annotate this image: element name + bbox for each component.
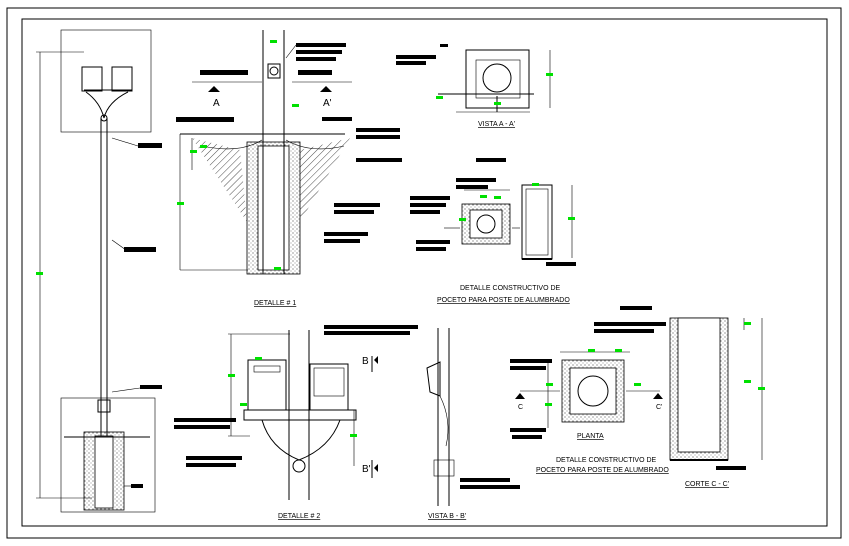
sheet-outer-frame <box>6 7 842 539</box>
planta-drawing <box>510 349 663 439</box>
detalle-1-drawing <box>176 30 402 275</box>
detalle-2-drawing <box>174 325 418 500</box>
label-poceto-2-line1: DETALLE CONSTRUCTIVO DE <box>556 457 657 464</box>
poceto-1-drawing <box>410 158 576 266</box>
vista-bb-drawing <box>426 328 520 506</box>
label-poceto-2-line2: POCETO PARA POSTE DE ALUMBRADO <box>536 467 669 474</box>
corte-cc-drawing <box>594 306 765 470</box>
label-poceto-1-line1: DETALLE CONSTRUCTIVO DE <box>460 285 561 292</box>
label-detalle-1: DETALLE # 1 <box>254 300 296 307</box>
label-vista-aa: VISTA A - A' <box>478 121 515 128</box>
label-mark-c-prime: C' <box>656 404 662 411</box>
label-mark-a-prime: A' <box>323 98 332 109</box>
label-planta: PLANTA <box>577 433 604 440</box>
sheet-inner-frame <box>21 18 828 527</box>
label-detalle-2: DETALLE # 2 <box>278 513 320 520</box>
label-mark-b: B <box>362 356 369 367</box>
label-corte-cc: CORTE C - C' <box>685 481 729 488</box>
label-mark-a: A <box>213 98 220 109</box>
label-vista-bb: VISTA B - B' <box>428 513 466 520</box>
pole-elevation <box>36 29 162 513</box>
vista-aa-drawing <box>396 44 553 113</box>
label-poceto-1-line2: POCETO PARA POSTE DE ALUMBRADO <box>437 297 570 304</box>
label-mark-c: C <box>518 404 523 411</box>
label-mark-b-prime: B' <box>362 464 371 475</box>
